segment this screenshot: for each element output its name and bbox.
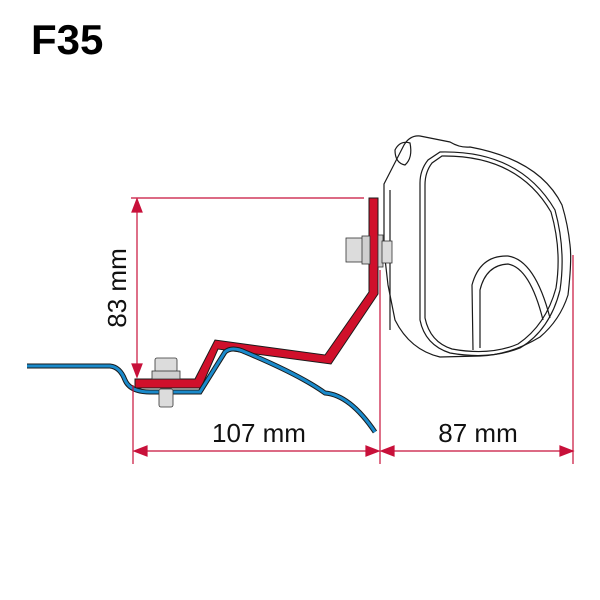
dimension-height-label: 83 mm xyxy=(102,248,132,327)
awning-cassette xyxy=(383,135,572,358)
dimension-lines xyxy=(131,197,575,464)
dimension-bracket-width-label: 107 mm xyxy=(212,418,306,448)
bolt-upper xyxy=(345,234,393,268)
product-title: F35 xyxy=(31,16,104,63)
vehicle-roof-profile xyxy=(27,346,378,434)
dimension-awning-depth-label: 87 mm xyxy=(438,418,517,448)
bolt-lower xyxy=(151,357,181,408)
